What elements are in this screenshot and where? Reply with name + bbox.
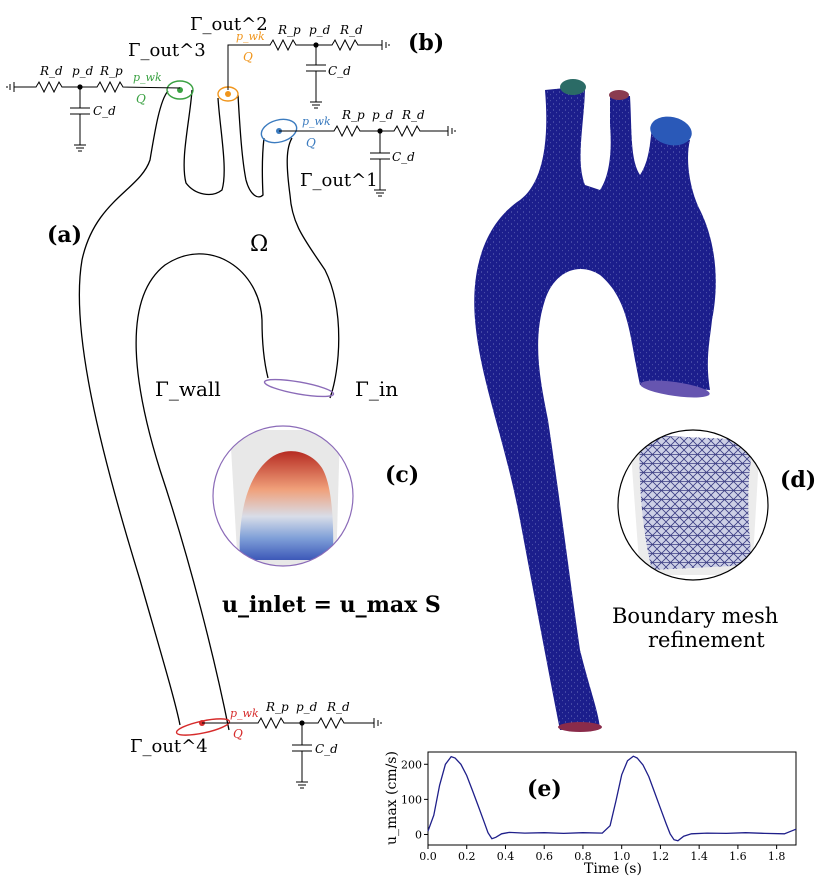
c1-cd: C_d	[392, 150, 415, 164]
x-tick-label: 1.2	[652, 850, 670, 863]
plot-frame	[427, 751, 797, 846]
x-tick-label: 1.6	[729, 850, 747, 863]
panel-a-label: (a)	[47, 222, 83, 248]
chart-ylabel: u_max (cm/s)	[383, 751, 400, 845]
aorta-right-wall	[286, 137, 340, 399]
gamma-out-3-label: Γ_out^3	[128, 40, 206, 61]
outlet-1-face	[260, 118, 298, 144]
c1-pwk: p_wk	[302, 115, 331, 128]
gamma-out-1-label: Γ_out^1	[300, 170, 378, 191]
c2-q: Q	[243, 50, 253, 64]
c2-pwk: p_wk	[236, 30, 265, 43]
c4-q: Q	[233, 727, 243, 741]
c3-pwk: p_wk	[133, 71, 162, 84]
mesh-inlet	[640, 380, 710, 398]
x-tick-label: 0.6	[535, 850, 553, 863]
x-tick-label: 0.2	[458, 850, 476, 863]
inlet-face	[263, 378, 335, 398]
c2-rd: R_d	[340, 23, 363, 37]
aorta-inner-wall	[135, 253, 269, 731]
mesh-body	[474, 86, 716, 730]
velocity-chart: 0.0 0.2 0.4 0.6 0.8 1.0 1.2 1.4 1.6 1.8 0 100 200	[401, 751, 797, 863]
panel-d-label: (d)	[780, 467, 817, 493]
x-tick-label: 1.8	[768, 850, 786, 863]
c4-pwk: p_wk	[230, 707, 259, 720]
gamma-out-4-label: Γ_out^4	[130, 736, 208, 757]
aorta-outer-wall	[78, 90, 181, 726]
c4-pd: p_d	[296, 700, 318, 714]
mesh-outlet-3	[560, 79, 586, 95]
refined-mesh-surface	[639, 435, 755, 570]
mesh-caption-line1: Boundary mesh	[612, 604, 779, 628]
branch-2-right	[237, 94, 265, 198]
x-tick-label: 0.0	[419, 850, 437, 863]
branch-3-right	[183, 89, 225, 196]
c4-cd: C_d	[315, 742, 338, 756]
c3-q: Q	[136, 92, 146, 106]
velocity-profile-surface	[239, 451, 334, 560]
c3-cd: C_d	[93, 104, 116, 118]
aorta-outline	[78, 89, 340, 731]
gamma-in-label: Γ_in	[355, 377, 399, 401]
circuit-nodes	[77, 42, 383, 726]
c1-pd: p_d	[372, 108, 394, 122]
c3-rd: R_d	[40, 64, 63, 78]
outlet-3-dot	[177, 87, 183, 93]
c3-rp: R_p	[100, 64, 123, 78]
c1-q: Q	[306, 136, 316, 150]
x-tick-label: 1.4	[690, 850, 708, 863]
y-tick-label: 200	[401, 758, 422, 771]
panel-b-label: (b)	[408, 30, 445, 56]
outlet-2-dot	[225, 91, 231, 97]
omega-label: Ω	[250, 232, 269, 257]
mesh-refinement-inset	[617, 429, 769, 581]
c4-rp: R_p	[266, 700, 289, 714]
c2-pd: p_d	[309, 23, 331, 37]
inlet-profile-inset	[212, 425, 354, 567]
panel-c-label: (c)	[385, 462, 420, 488]
x-tick-label: 1.0	[613, 850, 631, 863]
mesh-caption-line2: refinement	[648, 628, 765, 652]
c1-rp: R_p	[342, 108, 365, 122]
velocity-series-line	[427, 755, 797, 842]
c3-pd: p_d	[72, 64, 94, 78]
y-tick-label: 0	[415, 828, 422, 841]
y-tick-label: 100	[401, 793, 422, 806]
mesh-outlet-4	[558, 722, 602, 732]
x-tick-label: 0.4	[497, 850, 515, 863]
c2-cd: C_d	[328, 64, 351, 78]
c2-rp: R_p	[278, 23, 301, 37]
x-ticks: 0.0 0.2 0.4 0.6 0.8 1.0 1.2 1.4 1.6 1.8	[419, 845, 785, 863]
mesh-outlet-1	[650, 116, 692, 146]
gamma-wall-label: Γ_wall	[155, 377, 221, 401]
y-ticks: 0 100 200	[401, 758, 428, 841]
gamma-out-2-label: Γ_out^2	[190, 14, 268, 35]
mesh-aorta	[474, 79, 716, 732]
chart-xlabel: Time (s)	[584, 861, 642, 877]
x-tick-label: 0.8	[574, 850, 592, 863]
c4-rd: R_d	[327, 700, 350, 714]
panel-e-label: (e)	[527, 776, 562, 802]
inlet-equation: u_inlet = u_max S	[222, 592, 441, 618]
windkessel-circuits	[6, 38, 456, 789]
mesh-outlet-2	[609, 90, 629, 100]
outlet-3-face	[166, 80, 194, 100]
c1-rd: R_d	[402, 108, 425, 122]
